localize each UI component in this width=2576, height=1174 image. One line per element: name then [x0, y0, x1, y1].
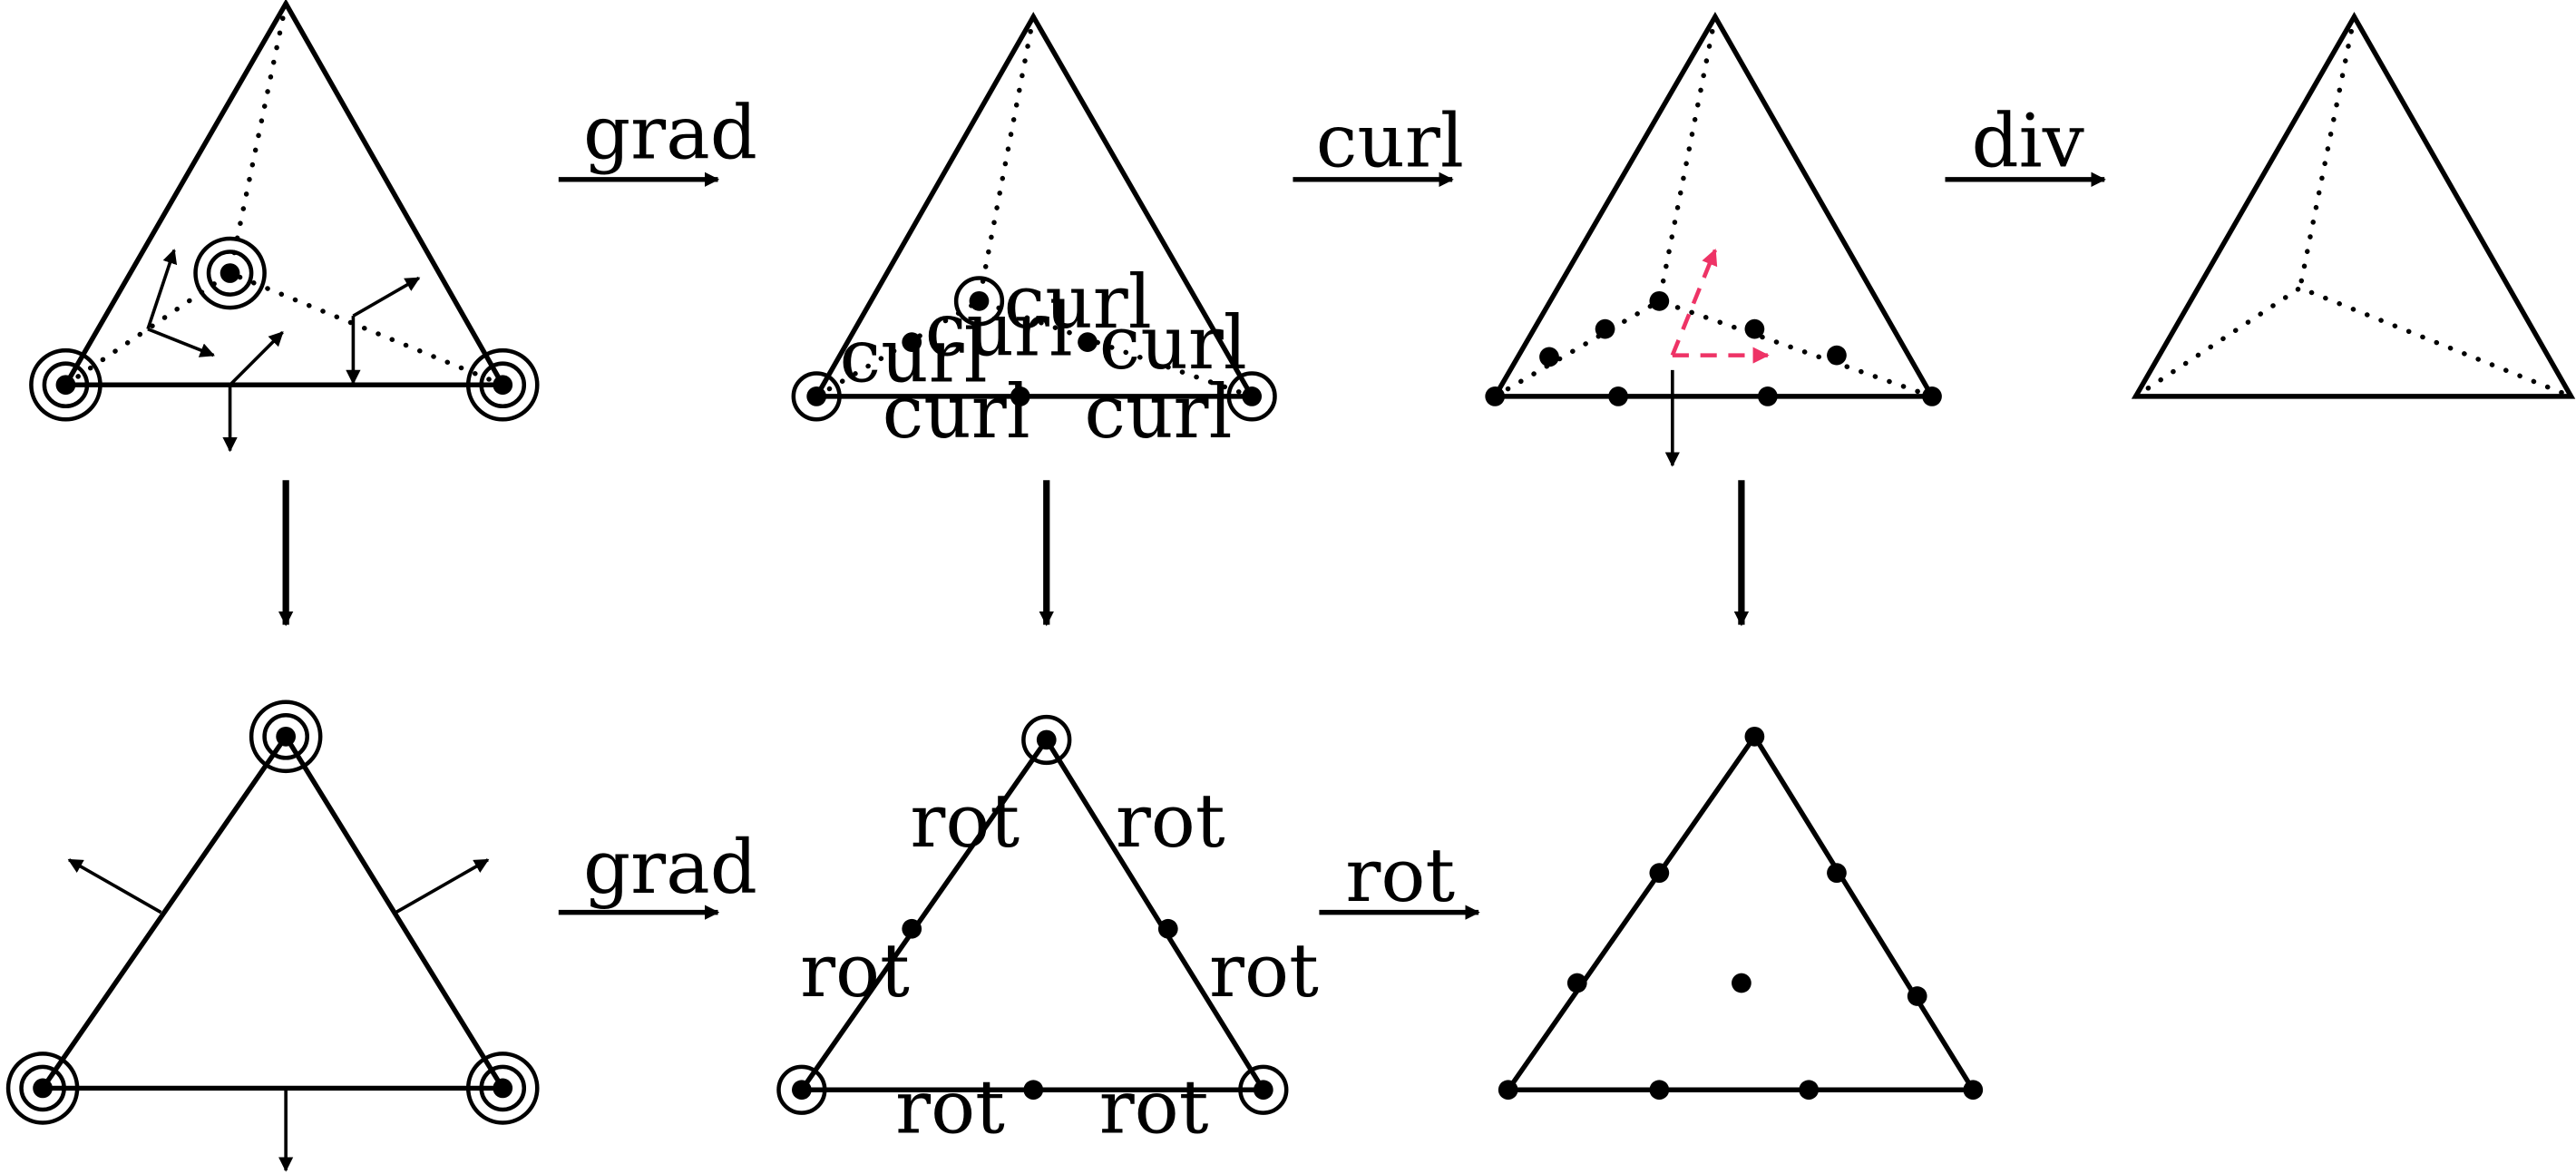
dof-label-rot: rot: [1099, 1064, 1209, 1150]
edge-dof: [1010, 386, 1030, 406]
dof-label-rot: rot: [1209, 928, 1319, 1014]
element-2d-hrot: rot rot rot rot rot rot: [776, 714, 1319, 1150]
tetrahedron-outline: [812, 12, 1256, 399]
vertex-dof: [953, 276, 1005, 327]
arrow-label-curl: curl: [1316, 98, 1464, 184]
element-3d-hcurl: curl curl curl curl curl curl: [791, 12, 1277, 455]
arrow-rot: rot: [1319, 833, 1480, 920]
tetrahedron-outline: [2131, 12, 2576, 399]
vertex-dof: [249, 700, 323, 774]
normal-derivative-arrows: [67, 858, 490, 1172]
edge-dof: [902, 332, 922, 352]
element-3d-h1: [29, 0, 540, 453]
dof-label-rot: rot: [895, 1064, 1005, 1150]
dof-label-rot: rot: [800, 928, 910, 1014]
arrow-div: div: [1945, 98, 2106, 187]
hidden-edges: [2132, 285, 2574, 399]
edge-dof: [1023, 1080, 1044, 1101]
hidden-edges: [63, 269, 505, 387]
dof-label-rot: rot: [1116, 778, 1225, 865]
arrow-label-grad: grad: [583, 825, 757, 911]
dof-label-curl: curl: [1084, 369, 1232, 455]
hidden-edges: [2297, 14, 2357, 291]
vertex-dof: [776, 1064, 827, 1115]
triangle-outline: [37, 731, 508, 1091]
dof-label-curl: curl: [925, 288, 1073, 374]
dof-label-curl: curl: [840, 314, 988, 400]
vertex-dof: [1238, 1064, 1289, 1115]
tetrahedron-outline: [1490, 12, 1937, 399]
element-2d-h1: [5, 700, 540, 1172]
edge-dof: [1078, 332, 1098, 352]
arrow-label-rot: rot: [1345, 833, 1455, 919]
dof-label-curl: curl: [1099, 300, 1247, 386]
arrow-label-div: div: [1971, 98, 2083, 184]
tetrahedron-outline: [61, 0, 507, 387]
vertex-dof: [1226, 371, 1277, 422]
vertex-dof: [5, 1052, 80, 1125]
element-3d-l2: [2131, 12, 2576, 399]
triangle-outline: [1503, 731, 1978, 1092]
edge-dof: [902, 918, 922, 939]
arrow-label-grad: grad: [583, 90, 757, 176]
vertex-dof: [465, 1052, 540, 1125]
arrow-grad-bottom: grad: [558, 825, 757, 920]
vertex-dof: [29, 347, 102, 422]
vertex-dof: [193, 236, 267, 310]
dof-label-curl: curl: [1004, 259, 1152, 346]
hidden-edges: [1656, 14, 1718, 304]
vertex-dof: [1021, 714, 1072, 766]
element-2d-l2: [1498, 726, 1984, 1101]
hidden-edges: [1492, 298, 1935, 399]
dof-label-rot: rot: [910, 778, 1020, 865]
arrow-grad-top: grad: [558, 90, 757, 187]
interior-dof-arrows: [1670, 249, 1770, 364]
element-3d-hdiv: [1485, 12, 1942, 467]
edge-dof: [1157, 918, 1178, 939]
face-dof: [1485, 290, 1942, 406]
hidden-edges: [976, 14, 1036, 304]
vertex-dof: [465, 347, 540, 422]
dof-label-curl: curl: [883, 369, 1030, 455]
dof-points: [1498, 726, 1984, 1101]
normal-derivative-arrows: [146, 249, 421, 453]
hidden-edges: [227, 1, 288, 276]
vertex-dof: [791, 371, 842, 422]
arrow-curl: curl: [1293, 98, 1464, 187]
